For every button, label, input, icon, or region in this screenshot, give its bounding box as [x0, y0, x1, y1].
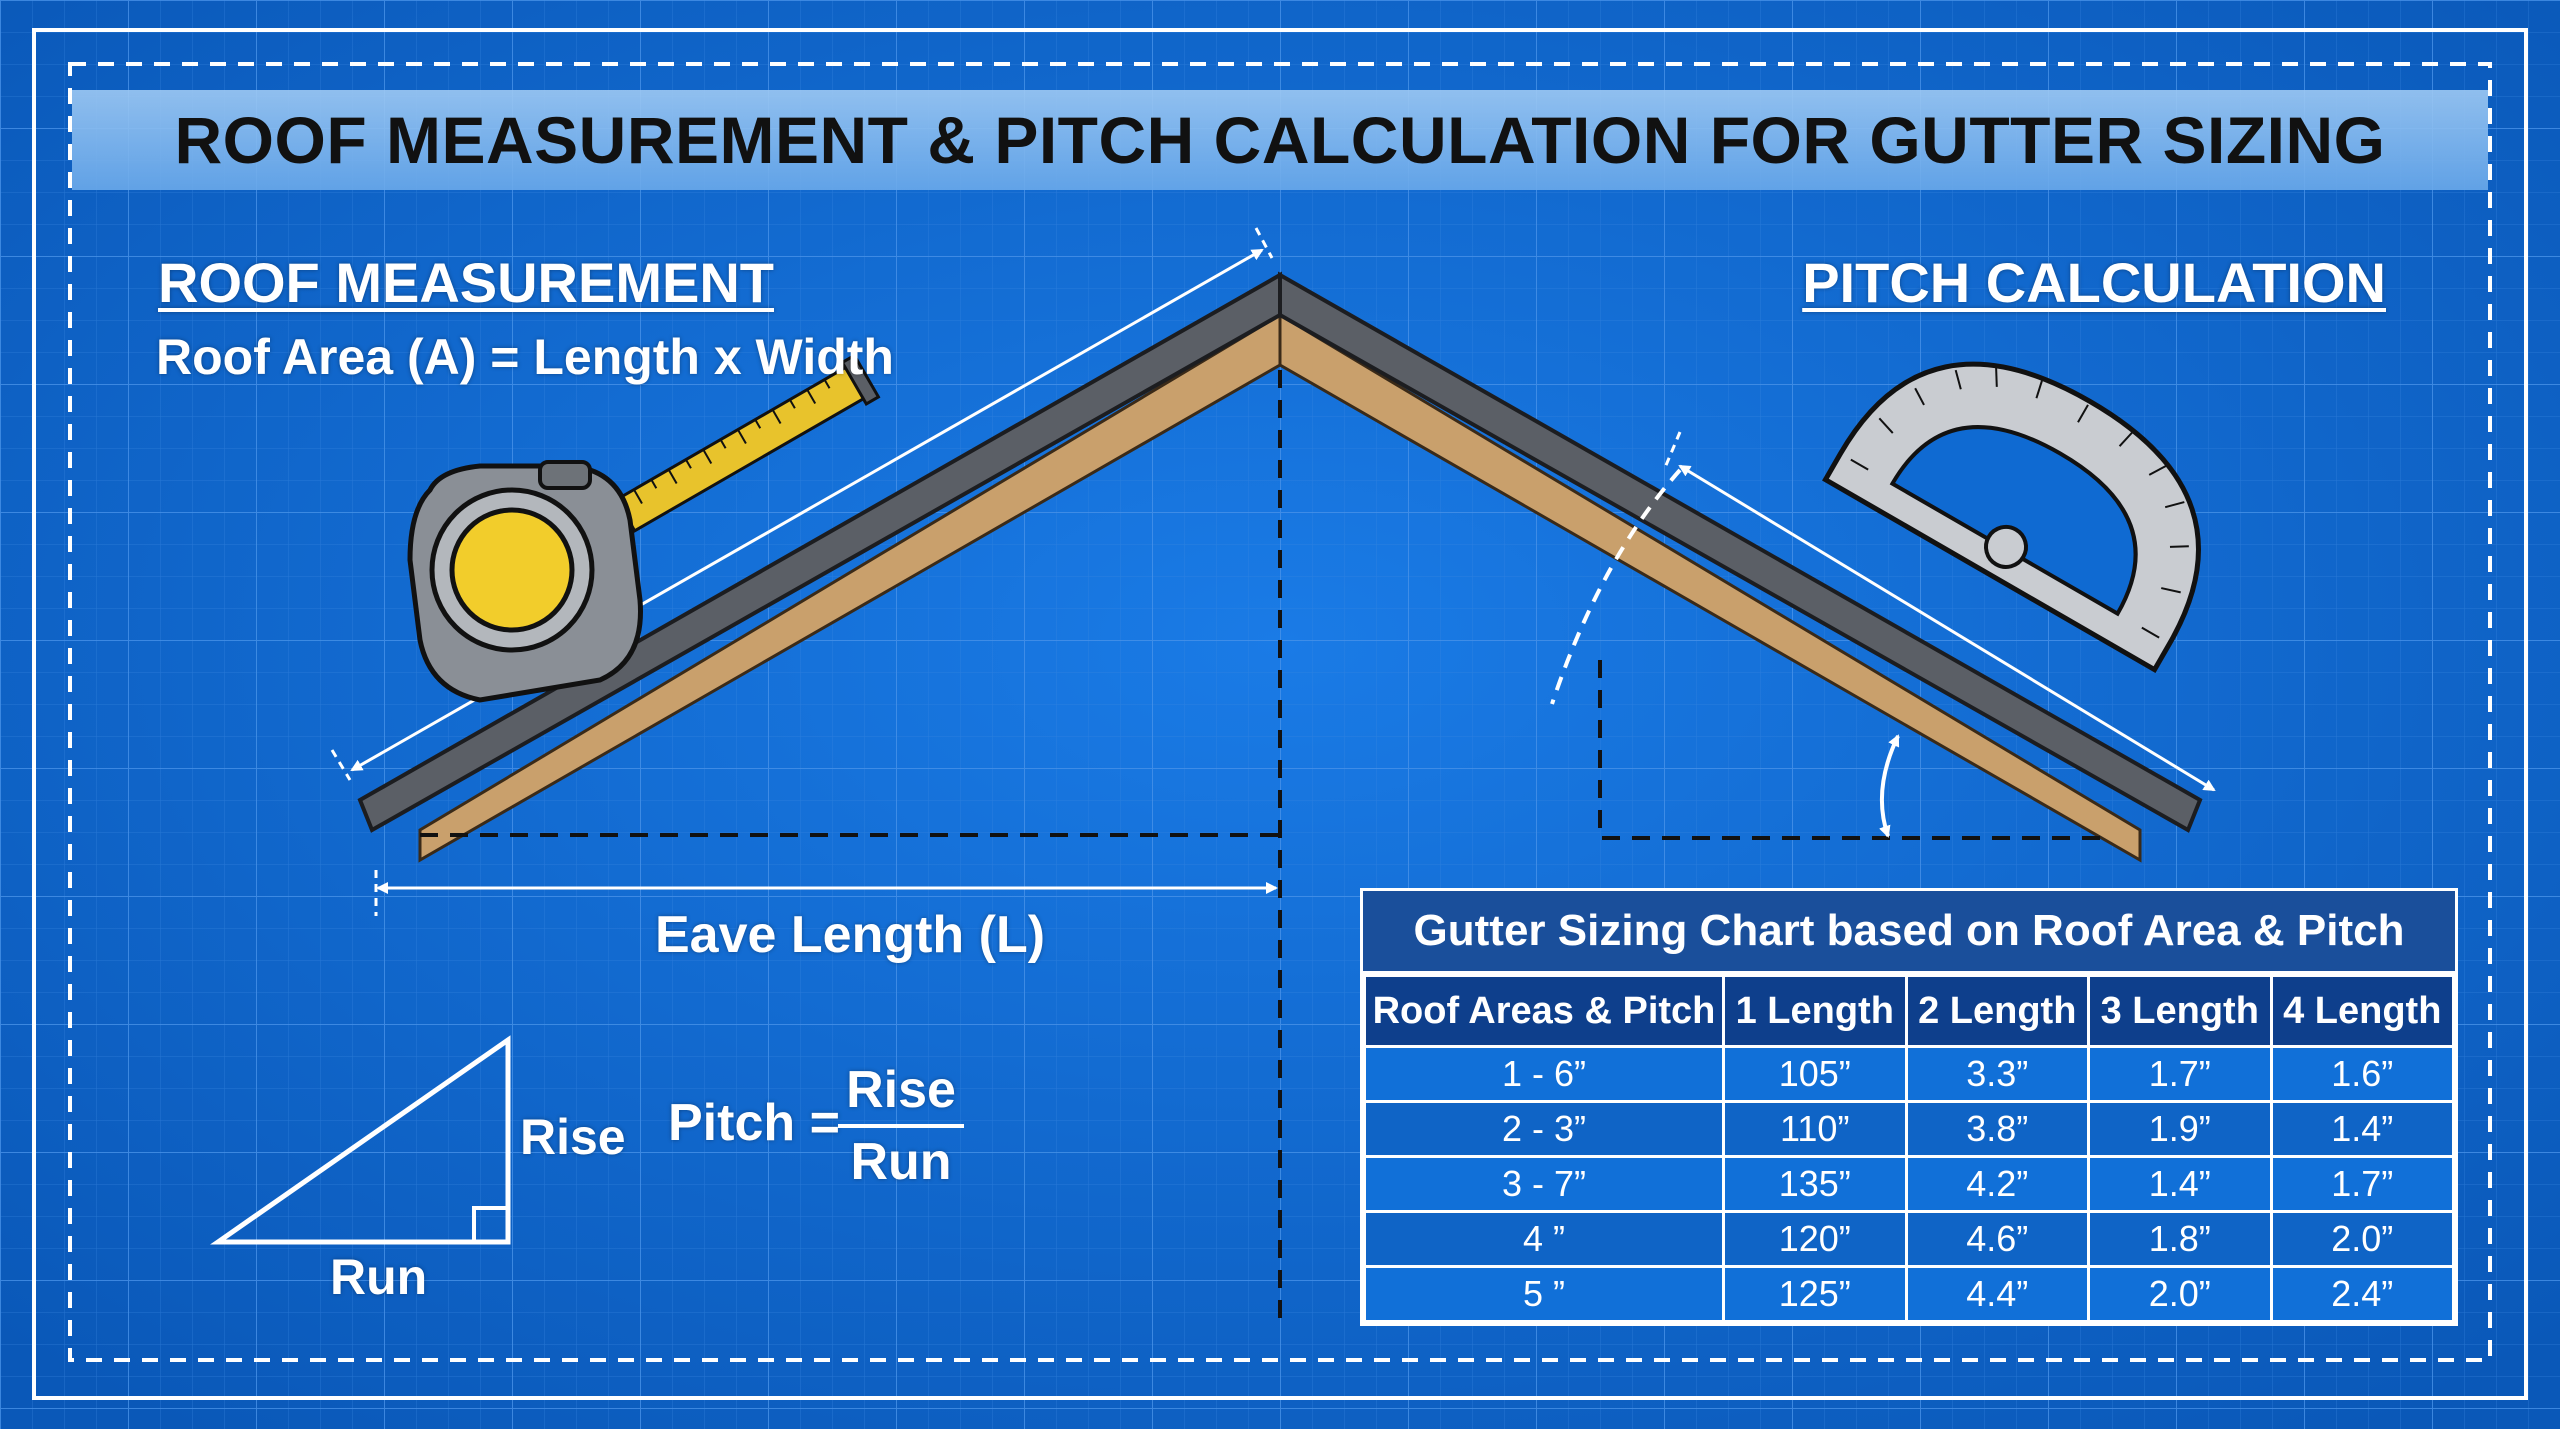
triangle-run-label: Run [330, 1249, 428, 1305]
column-header: 2 Length [1904, 974, 2090, 1048]
table-row: 4 ” 120” 4.6” 1.8” 2.0” [1363, 1210, 2455, 1268]
table-cell: 4 ” [1363, 1210, 1725, 1268]
table-row: 5 ” 125” 4.4” 2.0” 2.4” [1363, 1265, 2455, 1323]
table-cell: 1.4” [2087, 1155, 2273, 1213]
table-cell: 1.8” [2087, 1210, 2273, 1268]
column-header: 3 Length [2087, 974, 2273, 1048]
pitch-numerator: Rise [846, 1061, 956, 1119]
table-cell: 3.3” [1904, 1045, 2090, 1103]
table-cell: 2 - 3” [1363, 1100, 1725, 1158]
table-cell: 4.2” [1904, 1155, 2090, 1213]
column-header: Roof Areas & Pitch [1363, 974, 1725, 1048]
table-cell: 3.8” [1904, 1100, 2090, 1158]
protractor-icon [1822, 361, 2201, 674]
table-cell: 2.0” [2269, 1210, 2455, 1268]
table-cell: 1.9” [2087, 1100, 2273, 1158]
page-title: ROOF MEASUREMENT & PITCH CALCULATION FOR… [174, 103, 2386, 177]
pitch-fraction: Rise Run [838, 1060, 964, 1192]
slope-length-arrow [1678, 464, 2216, 792]
table-cell: 125” [1722, 1265, 1908, 1323]
angle-arrow [1879, 734, 1900, 838]
chart-title: Gutter Sizing Chart based on Roof Area &… [1363, 891, 2455, 974]
tape-measure-icon [407, 353, 881, 703]
eave-length-label: Eave Length (L) [655, 906, 1046, 964]
table-cell: 1.7” [2087, 1045, 2273, 1103]
inner-dashed-border [68, 62, 2492, 1362]
pitch-calculation-heading: PITCH CALCULATION [1802, 251, 2386, 314]
table-cell: 4.4” [1904, 1265, 2090, 1323]
table-cell: 1.7” [2269, 1155, 2455, 1213]
gutter-table: Roof Areas & Pitch 1 Length 2 Length 3 L… [1363, 974, 2455, 1323]
table-cell: 1.4” [2269, 1100, 2455, 1158]
table-header-row: Roof Areas & Pitch 1 Length 2 Length 3 L… [1363, 974, 2455, 1048]
table-cell: 135” [1722, 1155, 1908, 1213]
title-band [72, 90, 2488, 190]
extension-tick [330, 749, 352, 781]
column-header: 1 Length [1722, 974, 1908, 1048]
gutter-sizing-chart: Gutter Sizing Chart based on Roof Area &… [1360, 888, 2458, 1326]
roof-measurement-heading: ROOF MEASUREMENT [158, 251, 774, 314]
table-cell: 1.6” [2269, 1045, 2455, 1103]
table-cell: 120” [1722, 1210, 1908, 1268]
pitch-construction-lines [1598, 660, 2100, 840]
pitch-angle-arc [1550, 468, 1682, 705]
pitch-denominator: Run [850, 1133, 952, 1191]
table-cell: 110” [1722, 1100, 1908, 1158]
roof-area-formula: Roof Area (A) = Length x Width [156, 329, 894, 385]
table-cell: 5 ” [1363, 1265, 1725, 1323]
extension-tick [1662, 431, 1682, 471]
outer-border [32, 28, 2528, 1400]
table-row: 3 - 7” 135” 4.2” 1.4” 1.7” [1363, 1155, 2455, 1213]
triangle-rise-label: Rise [520, 1109, 626, 1165]
table-cell: 3 - 7” [1363, 1155, 1725, 1213]
table-cell: 1 - 6” [1363, 1045, 1725, 1103]
pitch-formula-label: Pitch = [668, 1094, 840, 1152]
table-cell: 2.0” [2087, 1265, 2273, 1323]
column-header: 4 Length [2269, 974, 2455, 1048]
table-cell: 2.4” [2269, 1265, 2455, 1323]
table-row: 1 - 6” 105” 3.3” 1.7” 1.6” [1363, 1045, 2455, 1103]
table-row: 2 - 3” 110” 3.8” 1.9” 1.4” [1363, 1100, 2455, 1158]
table-cell: 105” [1722, 1045, 1908, 1103]
fraction-bar [838, 1124, 964, 1128]
extension-tick [1254, 227, 1274, 259]
right-triangle-icon [210, 1035, 511, 1245]
table-cell: 4.6” [1904, 1210, 2090, 1268]
